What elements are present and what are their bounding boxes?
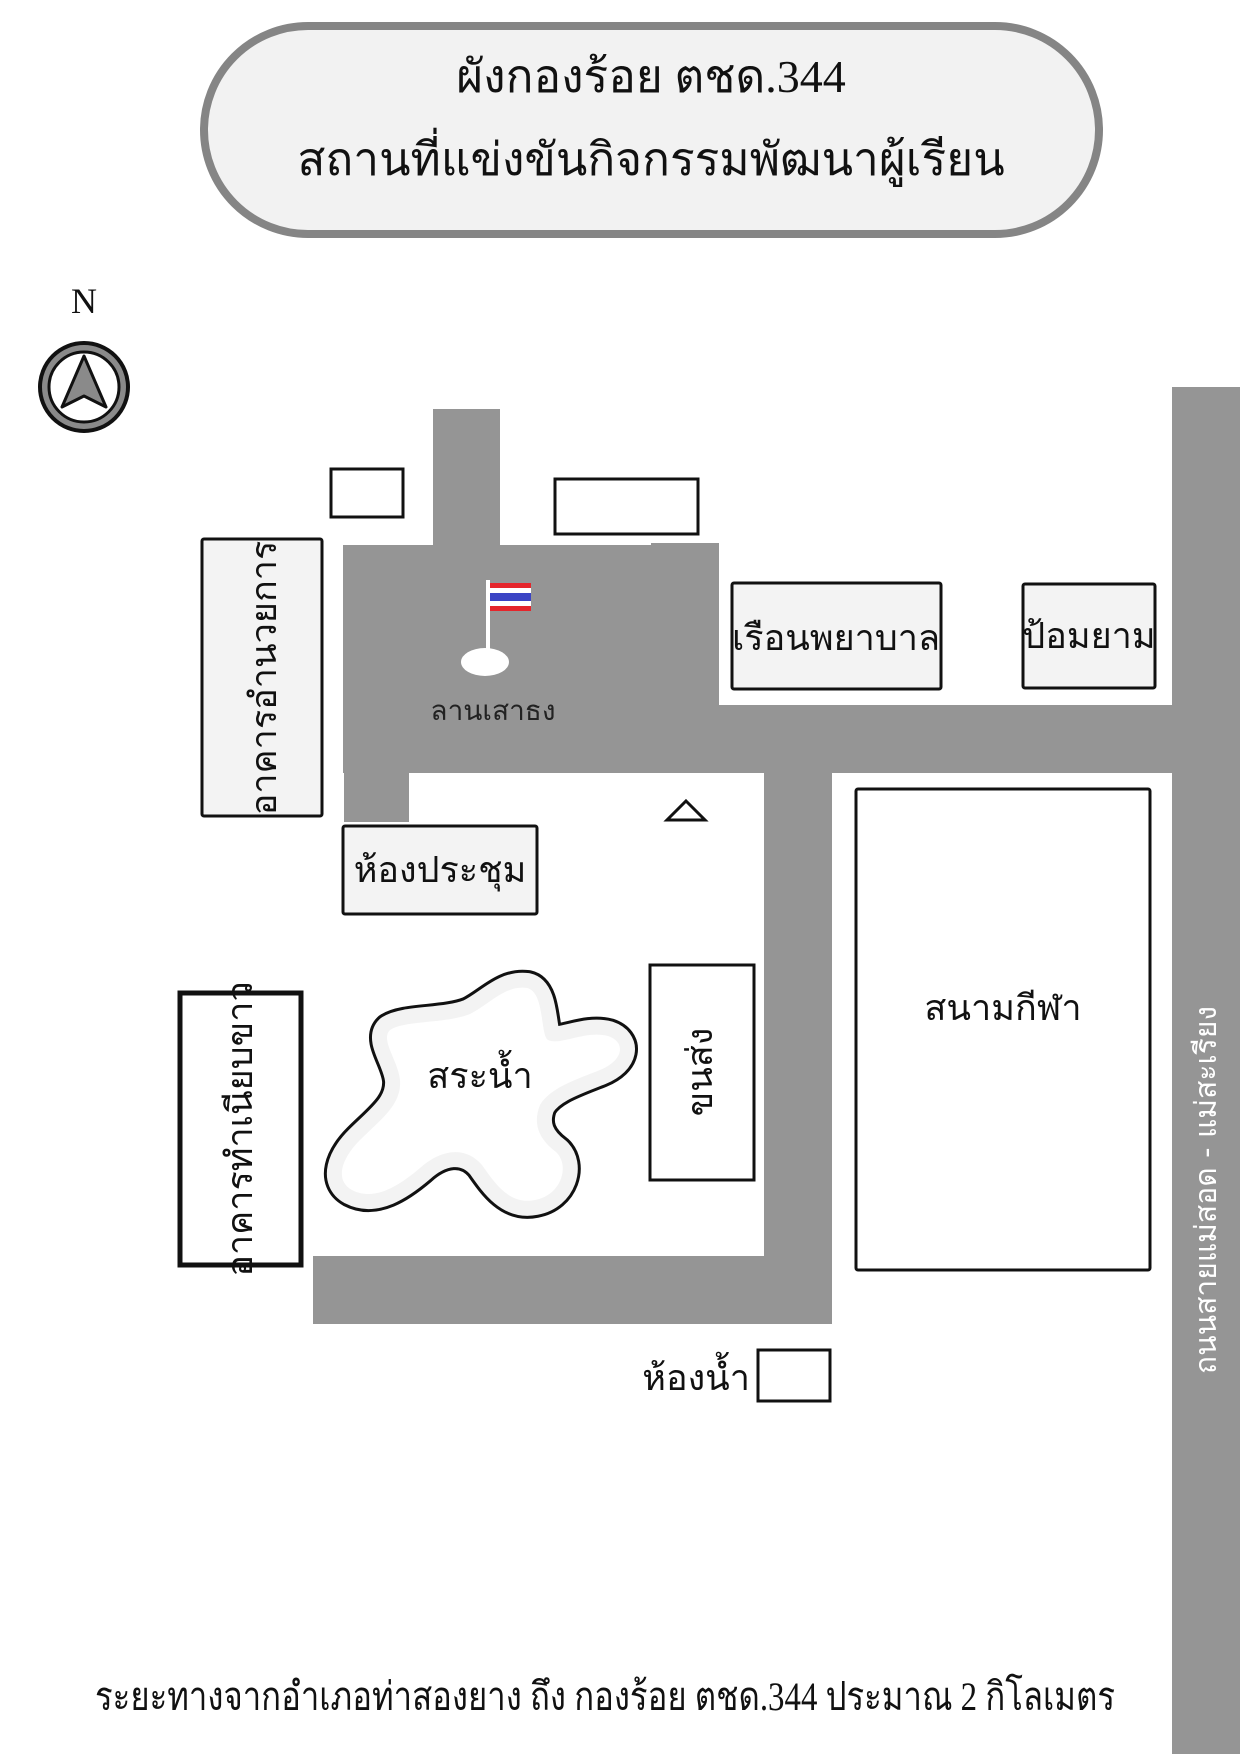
flag-plaza-label: ลานเสาธง [430,694,555,727]
admin-building[interactable]: อาคารอำนวยการ [200,537,324,818]
sports-field-label: สนามกีฬา [924,988,1081,1029]
title-line-1: ผังกองร้อย ตชด.344 [456,51,846,102]
infirmary-building[interactable]: เรือนพยาบาล [730,581,943,691]
transport-building[interactable]: ขนส่ง [648,963,756,1182]
north-arrow-icon [38,341,130,433]
transport-label: ขนส่ง [680,1028,721,1117]
north-access-road [433,409,500,549]
west-stub-road [344,770,409,822]
inner-east-road [764,770,832,1324]
flag-plaza-area [343,545,651,710]
main-road [1172,387,1240,1754]
restroom[interactable]: ห้องน้ำ [642,1348,832,1403]
title-line-2: สถานที่แข่งขันกิจกรรมพัฒนาผู้เรียน [297,127,1004,187]
north-label: N [71,281,97,321]
pond[interactable]: สระน้ำ [324,969,638,1219]
title-pill [200,22,1103,238]
east-west-road [343,705,1173,773]
meeting-room-label: ห้องประชุม [354,850,527,892]
restroom-building [756,1348,832,1403]
infirmary-label: เรือนพยาบาล [732,618,940,659]
pond-label: สระน้ำ [427,1049,532,1097]
meeting-room-building[interactable]: ห้องประชุม [341,824,539,916]
distance-note: ระยะทางจากอำเภอท่าสองยาง ถึง กองร้อย ตชด… [95,1674,1115,1719]
small-building-west [329,467,405,519]
triangle-marker-icon [663,798,709,822]
small-building-east [553,477,700,536]
compass: N [38,281,130,433]
restroom-label: ห้องน้ำ [642,1351,750,1399]
plaza-east-strip [651,543,719,713]
main-road-label: ถนนสายแม่สอด - แม่สะเรียง [1189,1006,1224,1374]
flag-pole-icon [461,580,531,676]
admin-building-label: อาคารอำนวยการ [244,541,285,816]
white-house-building[interactable]: อาคารทำเนียบขาว [177,981,304,1277]
south-road [313,1256,832,1324]
guard-post-label: ป้อมยาม [1022,616,1155,657]
sports-field[interactable]: สนามกีฬา [854,787,1152,1272]
title-banner: ผังกองร้อย ตชด.344 สถานที่แข่งขันกิจกรรม… [200,22,1103,238]
white-house-building-label: อาคารทำเนียบขาว [220,981,261,1276]
road-network [313,387,1240,1754]
guard-post-building[interactable]: ป้อมยาม [1021,582,1157,690]
